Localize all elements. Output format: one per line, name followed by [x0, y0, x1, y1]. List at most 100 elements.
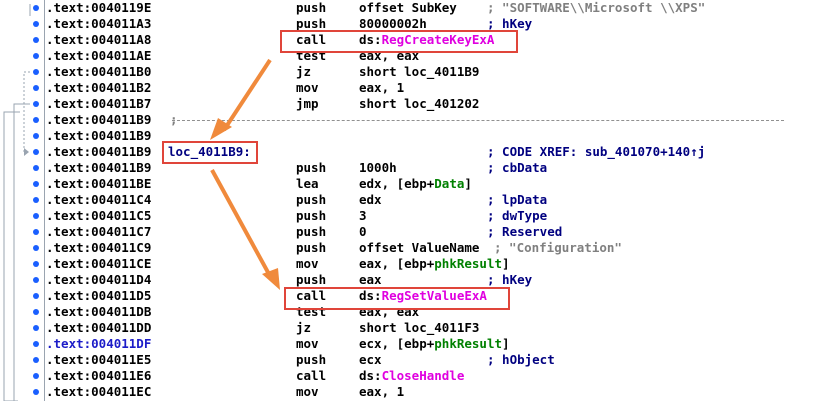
address: .text:004011E6 [46, 368, 152, 383]
address: .text:004011DB [46, 304, 152, 319]
arrow-to-regsetvalue [210, 169, 272, 277]
breakpoint-bullet-icon[interactable] [33, 309, 39, 315]
api-name: CloseHandle [381, 368, 465, 383]
listing-row[interactable]: .text:004011E6 call ds:CloseHandle [0, 368, 838, 384]
mnemonic: mov [296, 336, 319, 351]
operands: offset ValueName [359, 240, 479, 256]
address: .text:004011B9 [46, 128, 152, 143]
comment: ; Reserved [487, 224, 563, 239]
breakpoint-bullet-icon[interactable] [33, 181, 39, 187]
operand-text: 3 [359, 208, 367, 223]
api-name: RegCreateKeyExA [381, 32, 495, 47]
address: .text:004011B2 [46, 80, 152, 95]
separator-marker: ; [170, 112, 178, 127]
address: .text:004011E5 [46, 352, 152, 367]
breakpoint-bullet-icon[interactable] [33, 21, 39, 27]
breakpoint-bullet-icon[interactable] [33, 133, 39, 139]
address: .text:004011B7 [46, 96, 152, 111]
operands: ds:CloseHandle [359, 368, 464, 384]
operand-text: 1000h [359, 160, 397, 175]
mnemonic: mov [296, 384, 319, 399]
stack-variable: phkResult [434, 336, 502, 351]
breakpoint-bullet-icon[interactable] [33, 277, 39, 283]
breakpoint-bullet-icon[interactable] [33, 101, 39, 107]
breakpoint-bullet-icon[interactable] [33, 149, 39, 155]
breakpoint-bullet-icon[interactable] [33, 213, 39, 219]
listing-row[interactable]: .text:004011B9; [0, 112, 838, 128]
code-label: loc_4011B9: [168, 144, 251, 159]
listing-row[interactable]: .text:004011B9 [0, 128, 838, 144]
breakpoint-bullet-icon[interactable] [33, 85, 39, 91]
separator-line [172, 120, 784, 121]
comment: ; hKey [487, 16, 533, 31]
breakpoint-bullet-icon[interactable] [33, 341, 39, 347]
mnemonic: push [296, 208, 327, 223]
comment: ; CODE XREF: sub_401070+140↑j [487, 144, 706, 159]
mnemonic: jmp [296, 96, 319, 111]
comment: ; hKey [487, 272, 533, 287]
breakpoint-bullet-icon[interactable] [33, 5, 39, 11]
comment: ; hObject [487, 352, 555, 367]
breakpoint-bullet-icon[interactable] [33, 69, 39, 75]
mnemonic: call [296, 288, 327, 303]
address: .text:004011C7 [46, 224, 152, 239]
breakpoint-bullet-icon[interactable] [33, 117, 39, 123]
breakpoint-bullet-icon[interactable] [33, 261, 39, 267]
operand-prefix: ds: [359, 32, 382, 47]
mnemonic: push [296, 272, 327, 287]
breakpoint-bullet-icon[interactable] [33, 389, 39, 395]
operands: 0 [359, 224, 367, 240]
operands: 3 [359, 208, 367, 224]
highlight-loc-label [162, 141, 258, 164]
breakpoint-bullet-icon[interactable] [33, 357, 39, 363]
breakpoint-bullet-icon[interactable] [33, 373, 39, 379]
mnemonic: push [296, 224, 327, 239]
mnemonic: mov [296, 80, 319, 95]
breakpoint-bullet-icon[interactable] [33, 229, 39, 235]
mnemonic: call [296, 368, 327, 383]
operands: ecx [359, 352, 382, 368]
flow-arrowhead-icon [24, 148, 29, 156]
operands: edx, [ebp+Data] [359, 176, 472, 192]
breakpoint-bullet-icon[interactable] [33, 37, 39, 43]
breakpoint-bullet-icon[interactable] [33, 53, 39, 59]
operand-text: offset SubKey [359, 0, 457, 15]
arrow-head-to-label-icon [210, 118, 232, 140]
operand-suffix: ] [464, 176, 472, 191]
mnemonic: push [296, 192, 327, 207]
address: .text:004011C5 [46, 208, 152, 223]
breakpoint-bullet-icon[interactable] [33, 197, 39, 203]
listing-row[interactable]: .text:004011C7 push 0 ; Reserved [0, 224, 838, 240]
operand-text: eax [359, 272, 382, 287]
breakpoint-bullet-icon[interactable] [33, 293, 39, 299]
operand-suffix: ] [502, 256, 510, 271]
operand-text: edx [359, 192, 382, 207]
breakpoint-bullet-icon[interactable] [33, 245, 39, 251]
address: .text:004011B0 [46, 64, 152, 79]
breakpoint-bullet-icon[interactable] [33, 325, 39, 331]
operands: eax, 1 [359, 384, 404, 400]
breakpoint-bullet-icon[interactable] [33, 165, 39, 171]
